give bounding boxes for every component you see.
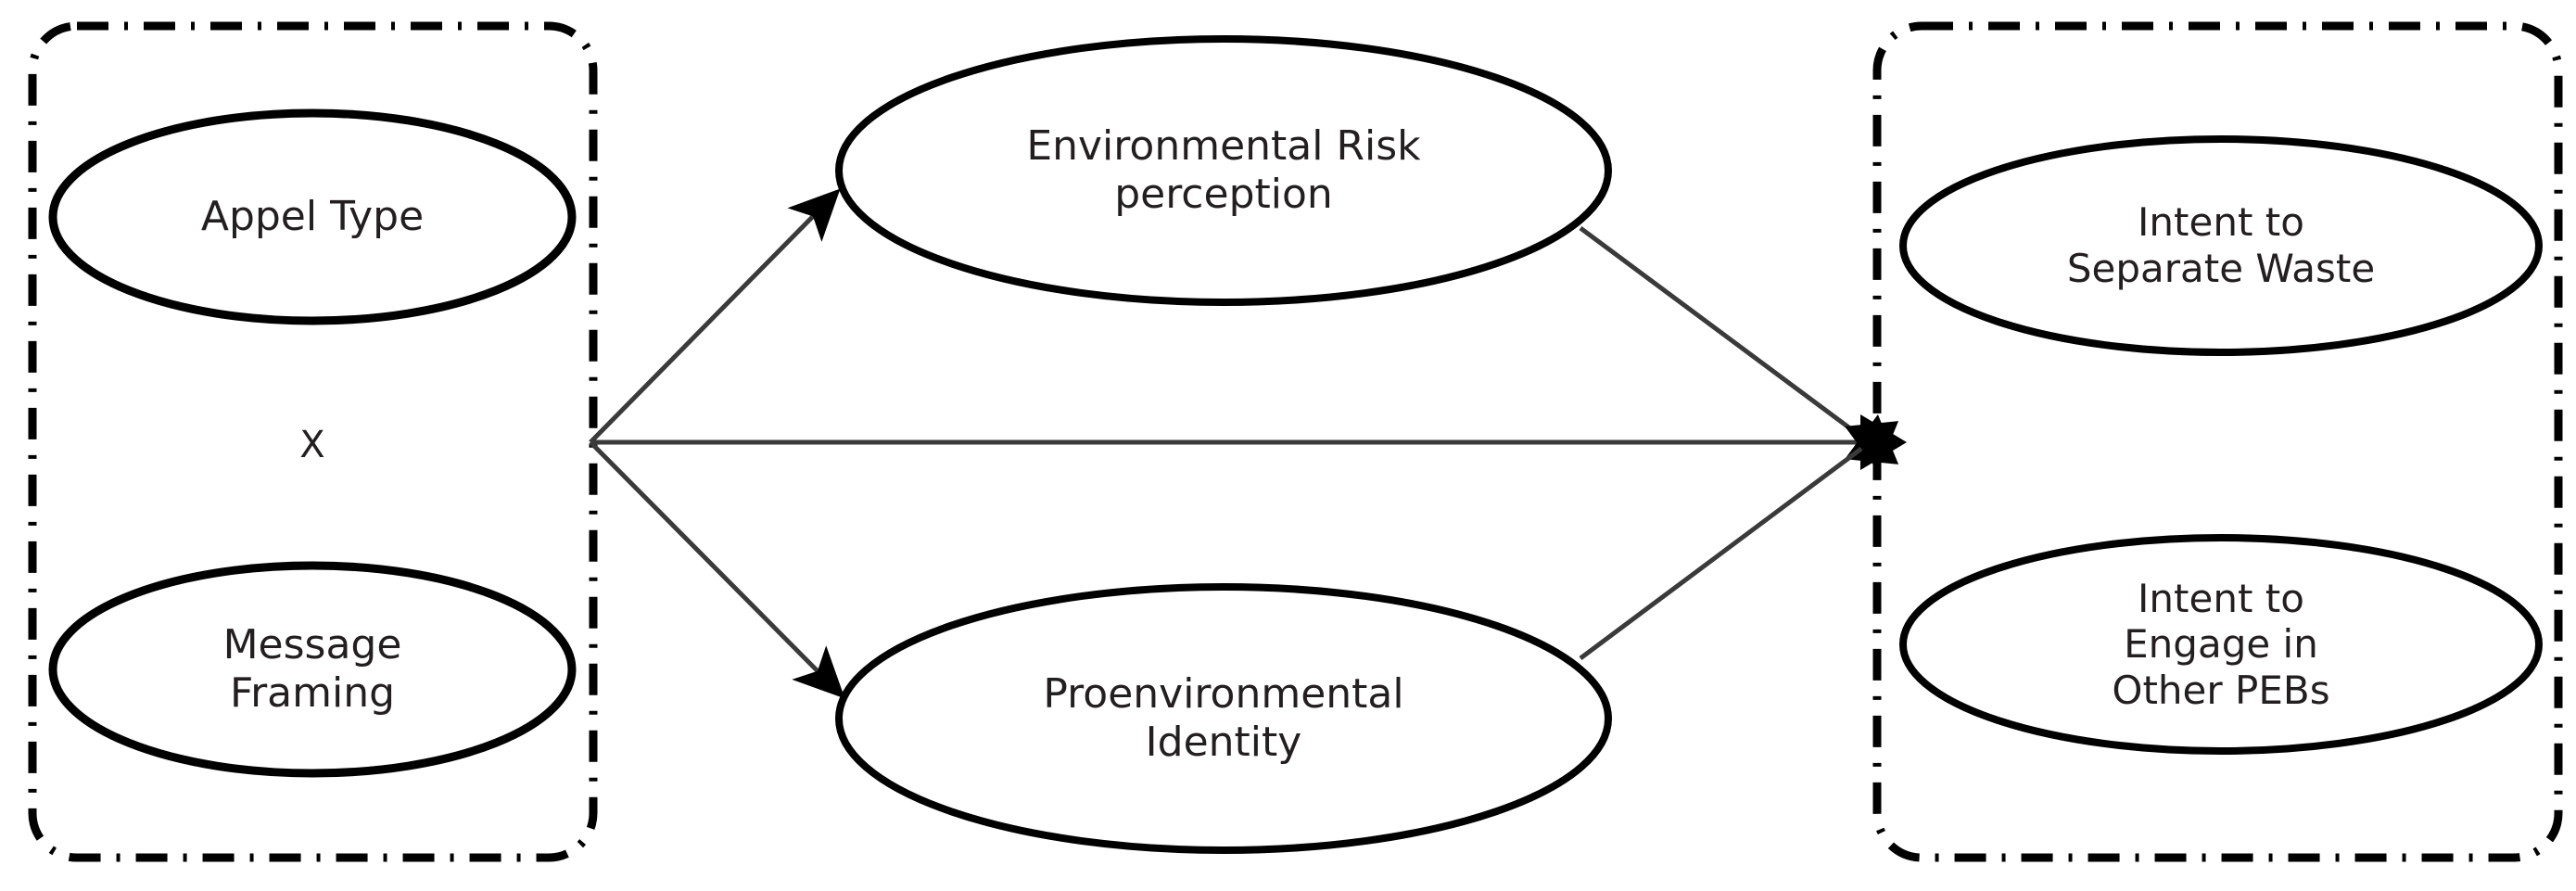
node-proenvironmental-identity xyxy=(835,583,1612,854)
edge-identity-to-outcomes xyxy=(1579,421,1899,661)
outcomes-group xyxy=(1872,21,2563,862)
interaction-operator-x: X xyxy=(299,424,325,466)
node-intent-to-engage-in-other-pebs xyxy=(1899,534,2543,755)
edge-risk-perception-to-outcomes xyxy=(1579,225,1899,465)
node-intent-to-separate-waste xyxy=(1899,135,2543,356)
node-environmental-risk-perception xyxy=(835,35,1612,306)
node-appeal-type xyxy=(48,108,577,325)
edge-iv-to-identity xyxy=(589,440,845,699)
node-message-framing xyxy=(48,561,577,778)
edge-iv-to-risk-perception xyxy=(589,188,841,444)
